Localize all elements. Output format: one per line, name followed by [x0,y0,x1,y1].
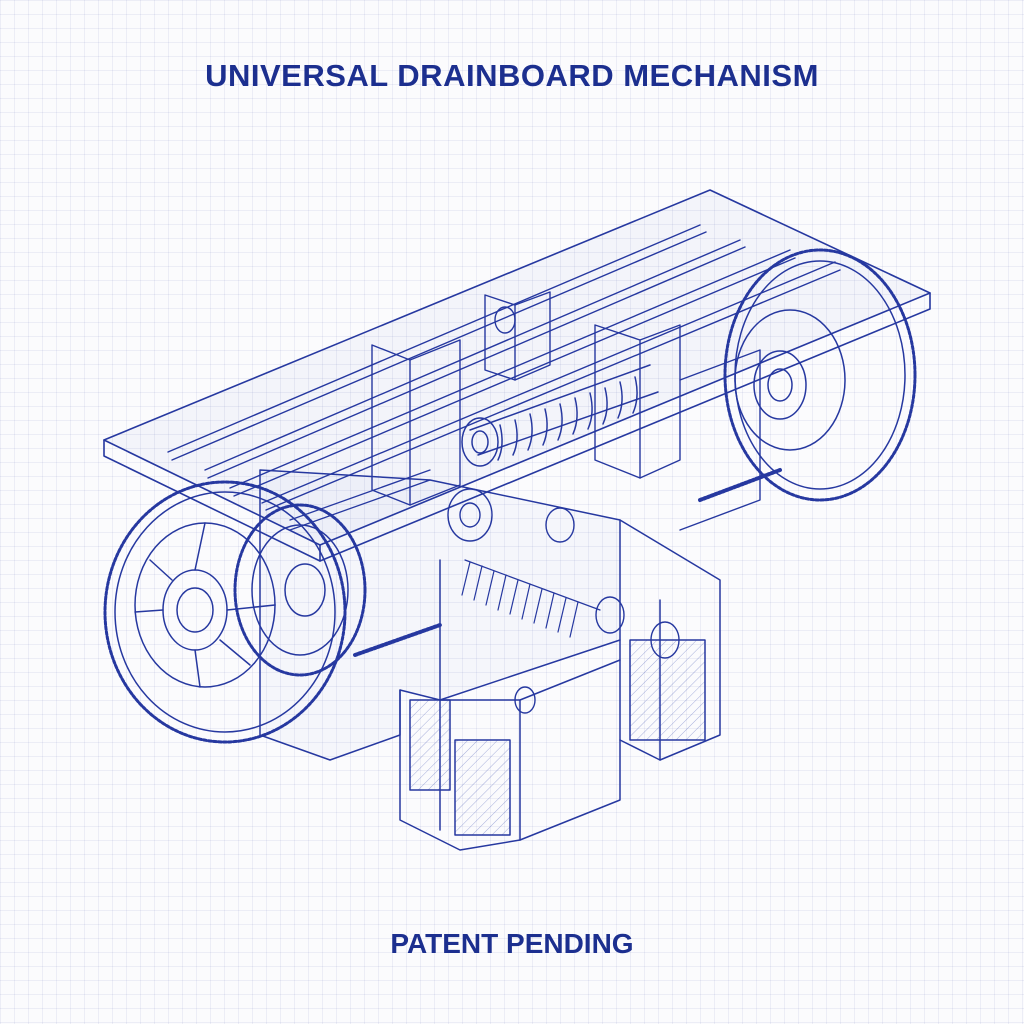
lower-housing [259,469,721,851]
mounting-brackets [371,291,761,714]
right-drive-gear [723,248,917,502]
drawing-title: UNIVERSAL DRAINBOARD MECHANISM [205,58,819,93]
worm-screw [461,364,659,467]
patent-pending-label: PATENT PENDING [390,928,634,959]
threaded-rods [289,468,782,657]
left-secondary-gear [233,503,367,677]
fin-comb [461,559,601,638]
